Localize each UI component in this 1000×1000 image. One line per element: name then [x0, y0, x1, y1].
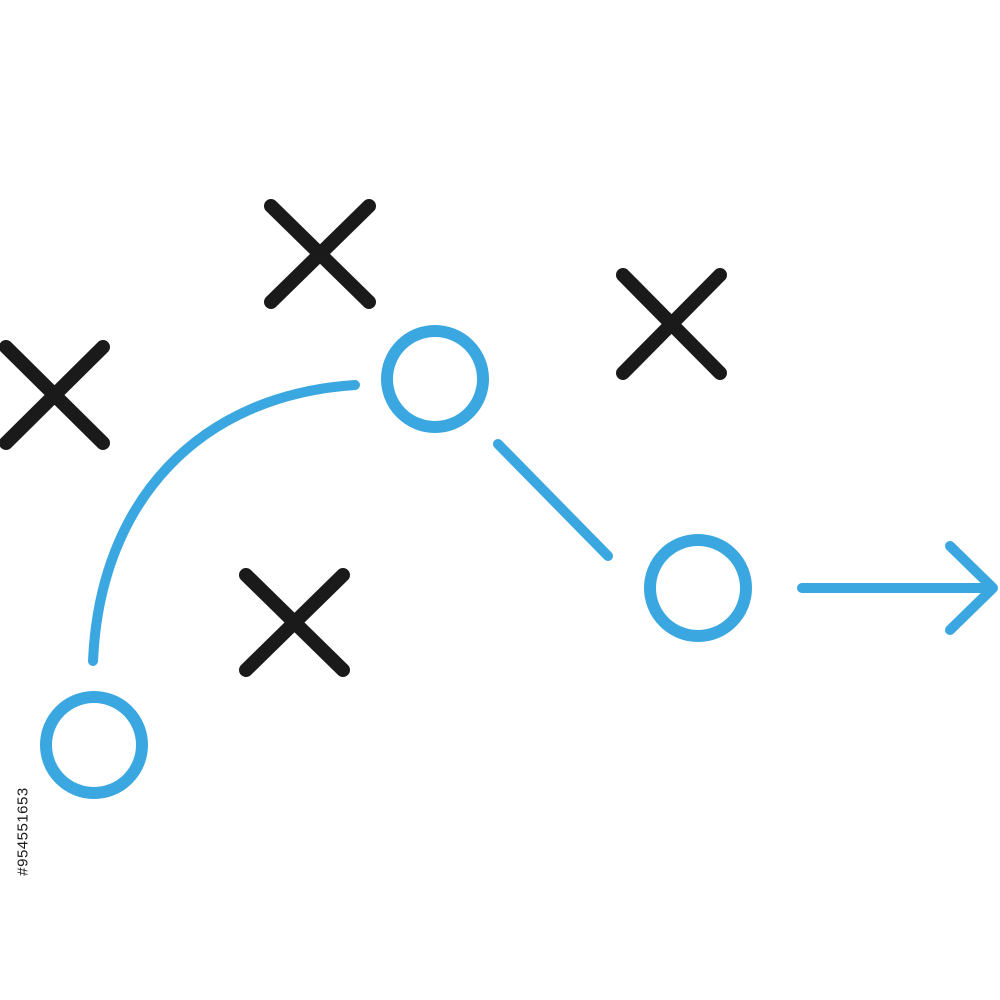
circle-node-icon	[644, 534, 752, 642]
arrow-right-icon	[945, 541, 998, 635]
route-curve	[88, 380, 360, 666]
x-mark-icon	[0, 340, 110, 450]
circle-node-icon	[40, 691, 148, 799]
stock-id-text: #954551653	[14, 786, 32, 876]
x-mark-icon	[264, 199, 376, 309]
x-mark-icon	[239, 568, 350, 677]
route-segment	[493, 439, 613, 561]
x-mark-icon	[616, 268, 727, 380]
circle-node-icon	[381, 325, 489, 433]
stock-id-label: #954551653	[12, 765, 34, 897]
